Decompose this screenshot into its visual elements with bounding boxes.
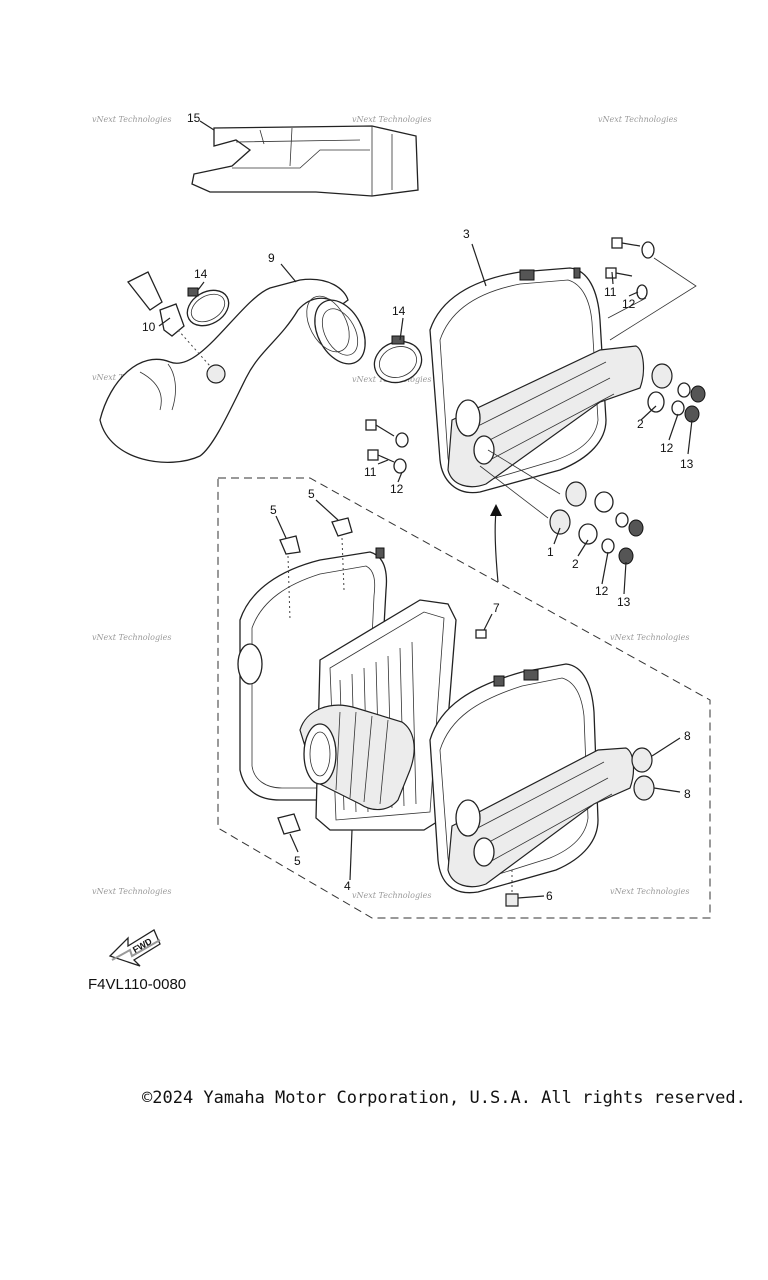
part-5-clip: [277, 813, 301, 835]
part-5-clip: [331, 517, 353, 537]
watermark: vNext Technologies: [92, 115, 171, 124]
watermark: vNext Technologies: [610, 887, 689, 896]
callout-11: 11: [604, 285, 617, 299]
callout-13: 13: [617, 595, 631, 609]
part-14-hose-clamps: [186, 287, 423, 384]
watermark: vNext Technologies: [610, 633, 689, 642]
fwd-arrow-icon: FWD: [108, 929, 161, 967]
watermark: vNext Technologies: [352, 115, 431, 124]
callout-3: 3: [463, 227, 470, 241]
callout-8: 8: [684, 787, 691, 801]
part-5-clip: [279, 535, 301, 555]
callout-12: 12: [595, 584, 609, 598]
leader-lines: [158, 243, 693, 899]
callout-4: 4: [344, 879, 351, 893]
callout-7: 7: [493, 601, 500, 615]
callout-2: 2: [572, 557, 579, 571]
copyright-notice: ©2024 Yamaha Motor Corporation, U.S.A. A…: [142, 1088, 746, 1108]
callout-5: 5: [294, 854, 301, 868]
callout-14: 14: [194, 267, 208, 281]
watermark: vNext Technologies: [352, 891, 431, 900]
callout-14: 14: [392, 304, 406, 318]
watermark: vNext Technologies: [92, 633, 171, 642]
callout-10: 10: [142, 320, 156, 334]
callout-1: 1: [547, 545, 554, 559]
part-15-intake-duct: [191, 120, 419, 197]
callout-12: 12: [390, 482, 404, 496]
callout-numbers: 15 9 14 10 14 3 11 12 2 12 13 11 12 5 5 …: [142, 111, 694, 903]
grommet-hardware-right: [479, 363, 706, 565]
callout-6: 6: [546, 889, 553, 903]
callout-11: 11: [364, 465, 377, 479]
watermark: vNext Technologies: [598, 115, 677, 124]
part-10-fitting: [126, 271, 226, 384]
watermark: vNext Technologies: [92, 887, 171, 896]
part-9-intake-hose: [99, 278, 366, 463]
callout-9: 9: [268, 251, 275, 265]
callout-5: 5: [308, 487, 315, 501]
diagram-reference-code: F4VL110-0080: [88, 976, 187, 993]
bolt-hardware-top: [365, 237, 697, 474]
assembly-arrow: [490, 504, 502, 583]
part-8-grommet: [633, 775, 655, 801]
part-6-drain: [505, 893, 519, 907]
part-7-screw: [475, 629, 487, 639]
callout-12: 12: [622, 297, 636, 311]
callout-15: 15: [187, 111, 201, 125]
callout-8: 8: [684, 729, 691, 743]
callout-12: 12: [660, 441, 674, 455]
part-8-grommet: [631, 747, 653, 773]
part-3-case-cover: [429, 267, 645, 494]
callout-5: 5: [270, 503, 277, 517]
callout-13: 13: [680, 457, 694, 471]
part-lower-case-right: [429, 663, 635, 894]
part-intake-elbow: [299, 704, 415, 811]
small-parts-lower: [277, 517, 655, 907]
assembly-boundary: [217, 477, 711, 919]
callout-2: 2: [637, 417, 644, 431]
